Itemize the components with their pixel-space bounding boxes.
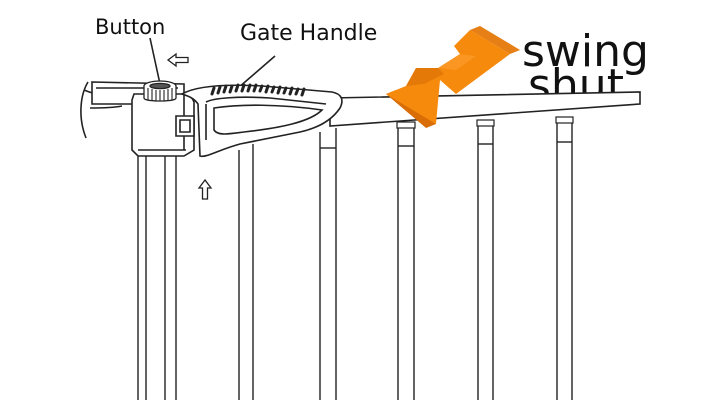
outline-arrow-up-icon	[197, 178, 213, 200]
bar-ticks	[320, 141, 572, 149]
outline-arrow-left-icon	[166, 52, 189, 68]
button-leader-line	[149, 37, 161, 85]
bar-caps	[396, 116, 574, 129]
gate-handle-label: Gate Handle	[240, 21, 377, 46]
button-part	[143, 80, 177, 102]
handle-leader-line	[237, 55, 276, 89]
double-headed-3d-arrow-icon	[386, 26, 520, 128]
leader-lines	[149, 37, 276, 89]
latch-mount	[80, 81, 195, 157]
gate-bars	[137, 120, 573, 400]
gate-handle-part	[180, 83, 343, 158]
swing-shut-label-line1: swing	[522, 26, 649, 77]
button-label: Button	[95, 15, 165, 39]
